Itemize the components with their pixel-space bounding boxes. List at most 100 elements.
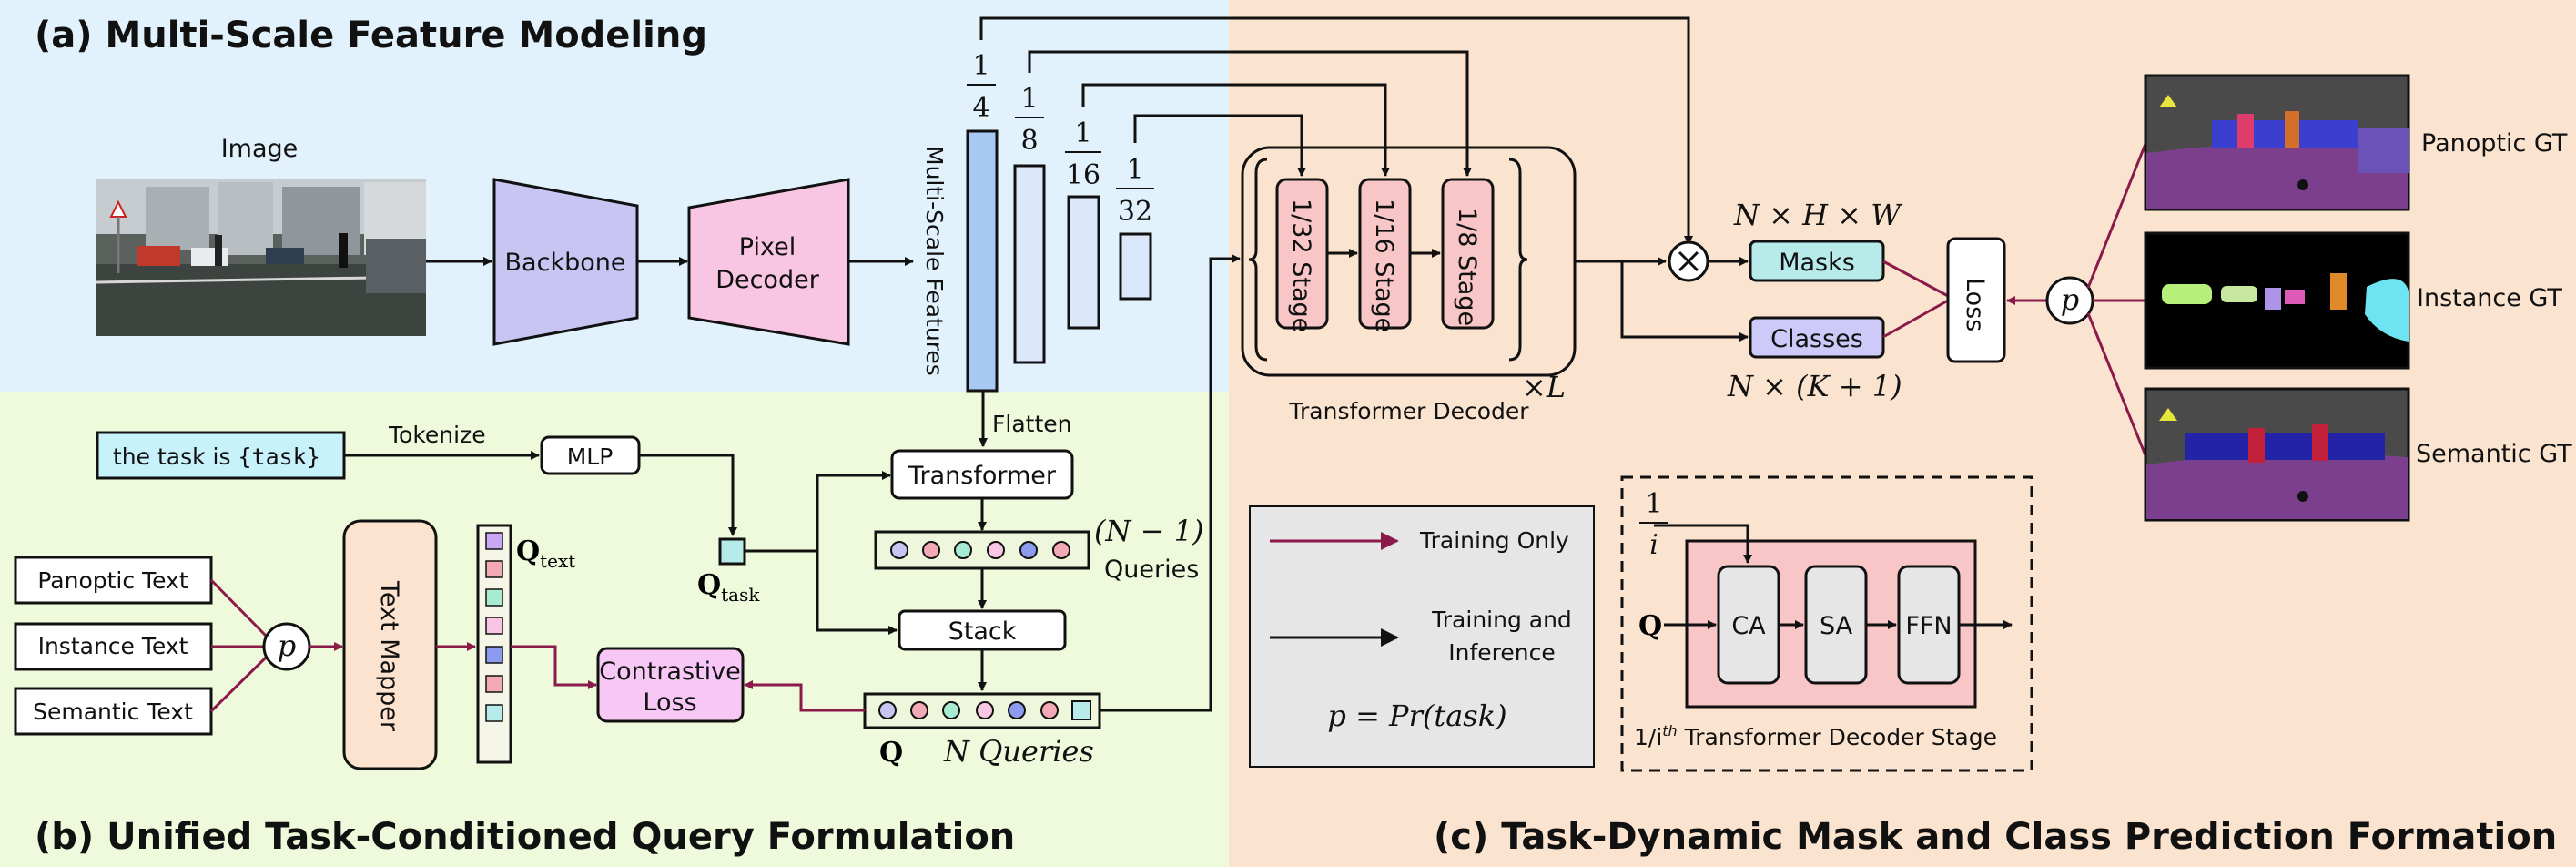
link-p-to-panoptic-gt — [2086, 143, 2147, 289]
pixel-decoder-label-1: Pixel — [739, 233, 796, 261]
loss-block — [1946, 237, 2006, 363]
arrow-decoder-to-classes — [1620, 261, 1749, 342]
text-mapper-block — [342, 519, 438, 770]
transformer-decoder-label: Transformer Decoder — [1288, 398, 1529, 424]
times-l-label: ×L — [1522, 370, 1566, 404]
p-selector-right-label: p — [2061, 282, 2079, 317]
svg-text:4: 4 — [972, 92, 989, 124]
q-task-token — [718, 537, 746, 566]
q-text-token-stack — [476, 524, 512, 764]
sa-label: SA — [1820, 612, 1853, 640]
text-mapper-label: Text Mapper — [375, 580, 403, 732]
legend-training-only-label: Training Only — [1419, 527, 1569, 554]
instance-text-label: Instance Text — [38, 633, 188, 659]
arrow-mlp-to-qtask — [639, 454, 737, 536]
panoptic-gt-label: Panoptic GT — [2421, 129, 2568, 158]
stage-1-16-label: 1/16 Stage — [1370, 199, 1398, 332]
legend-p-formula: p = Pr(task) — [1327, 699, 1506, 733]
svg-text:16: 16 — [1066, 159, 1100, 191]
stage-caption: 1/ith Transformer Decoder Stage — [1634, 722, 1997, 750]
classes-block — [1749, 316, 1885, 359]
n-queries-label: N Queries — [943, 734, 1094, 769]
svg-text:1: 1 — [972, 50, 989, 82]
link-classes-to-loss — [1882, 299, 1949, 339]
stage-detail-box — [1620, 475, 2033, 772]
svg-text:8: 8 — [1020, 125, 1038, 157]
link-1-4-to-multiply — [979, 16, 1693, 245]
task-text-box — [96, 431, 346, 480]
scale-fraction-1-8: 1 8 — [1015, 83, 1044, 157]
scale-fraction-1-32: 1 32 — [1116, 154, 1154, 228]
svg-text:32: 32 — [1118, 196, 1152, 228]
arrow-queries-to-contrastive — [744, 680, 865, 712]
arrow-fraction-to-ca — [1654, 524, 1752, 564]
legend-training-inference-label-2: Inference — [1448, 639, 1555, 666]
mlp-label: MLP — [567, 444, 614, 470]
pixel-decoder-block — [687, 178, 850, 346]
semantic-text-box — [14, 687, 213, 736]
decoder-right-brace — [1508, 158, 1528, 362]
stage-1-8-label: 1/8 Stage — [1453, 208, 1481, 326]
q-text-label: Qtext — [516, 536, 575, 572]
svg-text:1: 1 — [1020, 83, 1038, 115]
svg-text:1: 1 — [1126, 154, 1143, 186]
instance-gt-label: Instance GT — [2417, 284, 2562, 312]
panoptic-text-label: Panoptic Text — [37, 567, 188, 594]
n-query-strip — [863, 692, 1101, 729]
link-1-8-to-stage-1-8 — [1028, 50, 1472, 177]
semantic-gt-image — [2144, 387, 2410, 522]
contrastive-label-1: Contrastive — [599, 658, 740, 686]
multiply-icon — [1678, 250, 1699, 272]
masks-block — [1749, 240, 1885, 282]
section-b-title: (b) Unified Task-Conditioned Query Formu… — [35, 816, 1015, 858]
input-image — [96, 179, 427, 336]
arrow-qtext-to-contrastive — [511, 645, 597, 689]
legend-training-inference-label-1: Training and — [1431, 607, 1572, 633]
link-panoptic-to-p — [209, 578, 268, 638]
ffn-label: FFN — [1905, 612, 1952, 640]
svg-text:1: 1 — [1645, 488, 1662, 520]
link-1-32-to-stage-1-32 — [1133, 114, 1306, 177]
scale-fraction-1-16: 1 16 — [1065, 117, 1101, 191]
feature-1-4 — [966, 129, 999, 393]
task-text: the task is {task} — [113, 444, 320, 470]
queries-label-1: Queries — [1104, 556, 1199, 584]
q-final-label: Q — [879, 737, 903, 769]
arrow-qtask-to-transformer — [816, 471, 891, 551]
panoptic-gt-image — [2144, 74, 2410, 211]
masks-dim-label: N × H × W — [1733, 198, 1903, 232]
flatten-label: Flatten — [992, 411, 1071, 437]
transformer-label: Transformer — [908, 462, 1057, 490]
semantic-gt-label: Semantic GT — [2416, 440, 2572, 468]
backbone-block — [492, 178, 639, 346]
contrastive-label-2: Loss — [643, 688, 696, 717]
backbone-label: Backbone — [505, 249, 626, 277]
feature-1-16 — [1067, 195, 1100, 330]
svg-text:1: 1 — [1074, 117, 1091, 149]
ca-label: CA — [1731, 612, 1766, 640]
loss-label: Loss — [1961, 278, 1989, 332]
feature-1-8 — [1013, 164, 1046, 364]
p-selector-left-label: p — [278, 628, 296, 663]
semantic-text-label: Semantic Text — [33, 699, 193, 725]
link-1-16-to-stage-1-16 — [1081, 83, 1390, 177]
classes-dim-label: N × (K + 1) — [1727, 369, 1902, 403]
n-minus-1-label: (N − 1) — [1094, 514, 1203, 548]
stage-detail-fraction: 1 i — [1639, 488, 1668, 561]
feature-1-32 — [1119, 232, 1152, 301]
scale-fraction-1-4: 1 4 — [967, 50, 996, 124]
stage-1-8 — [1441, 178, 1495, 330]
image-label: Image — [221, 135, 299, 163]
stage-1-32-label: 1/32 Stage — [1287, 199, 1315, 332]
panoptic-text-box — [14, 556, 213, 605]
decoder-left-brace — [1248, 158, 1268, 362]
link-semantic-to-p — [209, 656, 268, 713]
q-task-label: Qtask — [697, 569, 760, 606]
section-c-title: (c) Task-Dynamic Mask and Class Predicti… — [1434, 816, 2557, 858]
section-a-title: (a) Multi-Scale Feature Modeling — [35, 15, 707, 56]
link-p-to-semantic-gt — [2086, 312, 2147, 456]
stack-label: Stack — [948, 617, 1017, 646]
n-minus-1-query-strip — [874, 530, 1090, 570]
